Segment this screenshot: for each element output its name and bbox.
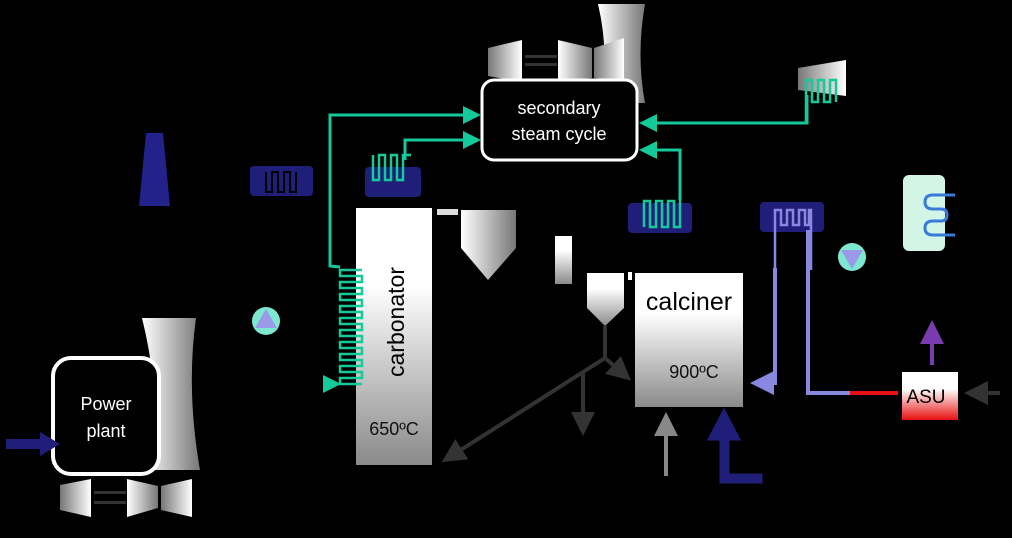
steam-turbine-secondary <box>488 38 624 82</box>
solids-lines <box>441 326 1000 463</box>
calciner-temperature: 900ºC <box>669 362 719 382</box>
power-plant-box <box>51 356 161 476</box>
carbonator-temperature: 650ºC <box>369 419 419 439</box>
calciner-label: calciner <box>646 288 732 316</box>
cyclone-2 <box>587 273 624 326</box>
fuel-inlet-power-plant-arrow <box>6 432 60 456</box>
heat-exchanger-3 <box>628 197 692 233</box>
calciner-vessel <box>635 273 743 407</box>
heat-exchanger-4 <box>760 202 824 270</box>
carbonator-coil <box>338 268 364 386</box>
secondary-steam-cycle-box <box>480 78 639 162</box>
power-label: Power <box>80 394 131 414</box>
oxygen-preheater <box>903 175 955 251</box>
pump-icon-left <box>252 307 280 335</box>
duct <box>437 209 458 215</box>
oxygen-lines <box>750 230 850 395</box>
asu-label: ASU <box>906 387 945 408</box>
carbonator-vessel <box>356 208 432 465</box>
steam-cycle-label: steam cycle <box>511 124 606 144</box>
plant-label: plant <box>86 421 125 441</box>
pump-icon-right <box>838 243 866 271</box>
heat-exchanger-1 <box>250 166 313 196</box>
fuel-inlet-arrow <box>706 407 763 484</box>
heat-exchanger-top-right <box>798 60 846 122</box>
power-plant-turbine <box>60 479 192 517</box>
carbonator-label: carbonator <box>383 267 409 377</box>
duct-2 <box>628 272 632 280</box>
cyclone-1 <box>461 210 516 280</box>
standpipe <box>555 236 572 284</box>
asu-box <box>902 372 958 420</box>
heat-exchanger-2 <box>365 153 421 197</box>
stack-icon <box>139 133 170 206</box>
secondary-label: secondary <box>517 98 600 118</box>
